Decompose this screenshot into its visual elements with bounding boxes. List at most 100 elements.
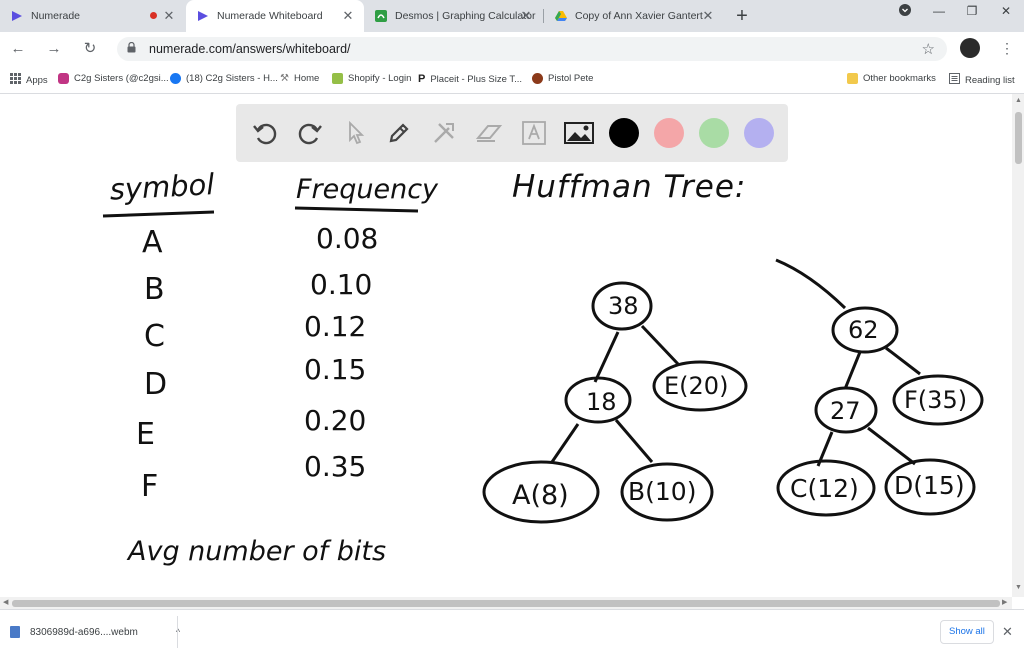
- symbol-cell: F: [141, 469, 158, 504]
- node-label: 18: [586, 388, 617, 416]
- text-icon[interactable]: [519, 118, 549, 148]
- tree-node: [892, 374, 984, 426]
- close-tab-icon[interactable]: ✕: [702, 8, 714, 23]
- desmos-icon: [374, 9, 388, 23]
- close-window-icon[interactable]: ✕: [1000, 4, 1012, 18]
- redo-icon[interactable]: [295, 118, 325, 148]
- pen-icon[interactable]: [384, 118, 414, 148]
- vertical-scroll-thumb[interactable]: [1015, 112, 1022, 164]
- bookmark-apps[interactable]: Apps: [10, 73, 48, 87]
- other-bookmarks[interactable]: Other bookmarks: [847, 73, 936, 84]
- undo-icon[interactable]: [250, 118, 280, 148]
- minimize-icon[interactable]: —: [933, 4, 945, 18]
- tree-node: [652, 360, 748, 412]
- tab-numerade-whiteboard[interactable]: Numerade Whiteboard ✕: [186, 0, 364, 32]
- lock-icon: [127, 41, 139, 56]
- horizontal-scrollbar[interactable]: ◀ ▶: [0, 597, 1012, 609]
- eraser-icon[interactable]: [474, 118, 504, 148]
- download-filename: 8306989d-a696....webm: [30, 626, 138, 638]
- avg-bits-label: Avg number of bits: [126, 536, 386, 567]
- frequency-cell: 0.20: [304, 404, 366, 437]
- close-tab-icon[interactable]: ✕: [520, 8, 532, 23]
- color-pink-swatch[interactable]: [654, 118, 684, 148]
- pistol-pete-icon: [532, 73, 543, 84]
- horizontal-scroll-thumb[interactable]: [12, 600, 1000, 607]
- tab-desmos[interactable]: Desmos | Graphing Calculator ✕: [364, 0, 542, 32]
- table-row: A 0.08: [142, 222, 378, 260]
- whiteboard-canvas[interactable]: symbol Frequency A 0.08 B 0.10 C 0.12 D …: [0, 94, 1012, 597]
- huffman-tree-title: Huffman Tree:: [512, 169, 746, 205]
- table-row: C 0.12: [144, 310, 366, 354]
- google-drive-icon: [554, 9, 568, 23]
- browser-toolbar: ← → ↻ numerade.com/answers/whiteboard/ ☆: [0, 32, 1024, 66]
- vertical-scrollbar[interactable]: ▲ ▼: [1012, 94, 1024, 597]
- reading-list-icon: [949, 73, 960, 87]
- scroll-down-icon[interactable]: ▼: [1015, 584, 1022, 591]
- tree-edge: [593, 331, 620, 383]
- node-label: F(35): [904, 386, 967, 414]
- tab-numerade[interactable]: Numerade ✕: [0, 0, 185, 32]
- show-all-button[interactable]: Show all: [940, 620, 994, 644]
- tab-google-drive[interactable]: Copy of Ann Xavier Gantert - A ✕: [544, 0, 724, 32]
- scroll-up-icon[interactable]: ▲: [1015, 97, 1022, 104]
- bookmark-instagram[interactable]: C2g Sisters (@c2gsi...: [58, 73, 169, 84]
- tab-search-icon[interactable]: [891, 4, 919, 19]
- node-label: 38: [608, 292, 639, 320]
- bookmark-star-icon[interactable]: ☆: [921, 41, 935, 58]
- download-item[interactable]: 8306989d-a696....webm ^: [10, 620, 180, 644]
- bookmark-home[interactable]: ⚒ Home: [280, 73, 320, 84]
- tree-edge: [843, 351, 862, 390]
- tab-title: Copy of Ann Xavier Gantert - A: [575, 10, 710, 22]
- reload-icon[interactable]: ↻: [83, 40, 97, 57]
- new-tab-button[interactable]: +: [736, 5, 748, 27]
- tree-node: [591, 281, 653, 331]
- symbol-cell: E: [136, 417, 155, 452]
- header-frequency: Frequency: [296, 174, 439, 205]
- header-symbol-underline: [102, 210, 215, 218]
- color-green-swatch[interactable]: [699, 118, 729, 148]
- bookmark-shopify[interactable]: Shopify - Login: [332, 73, 411, 84]
- select-arrow-icon[interactable]: [340, 118, 370, 148]
- frequency-cell: 0.08: [316, 222, 378, 255]
- node-label: C(12): [790, 474, 859, 503]
- color-purple-swatch[interactable]: [744, 118, 774, 148]
- close-tab-icon[interactable]: ✕: [163, 8, 175, 23]
- frequency-cell: 0.35: [304, 450, 366, 483]
- forward-icon[interactable]: →: [46, 40, 62, 57]
- divider: [177, 616, 178, 648]
- profile-avatar[interactable]: [960, 38, 980, 58]
- close-icon[interactable]: ✕: [1002, 624, 1013, 639]
- back-icon[interactable]: ←: [10, 40, 26, 57]
- tree-edge: [614, 419, 654, 463]
- header-frequency-underline: [294, 206, 419, 213]
- frequency-cell: 0.10: [310, 268, 372, 301]
- tree-edge: [867, 426, 916, 466]
- reading-list[interactable]: Reading list: [949, 73, 1015, 87]
- tree-edge: [885, 346, 921, 376]
- symbol-cell: A: [142, 225, 163, 260]
- close-tab-icon[interactable]: ✕: [342, 8, 354, 23]
- placeit-icon: P: [418, 73, 426, 85]
- bookmark-placeit[interactable]: P Placeit - Plus Size T...: [418, 73, 523, 85]
- tree-edge: [775, 258, 847, 310]
- restore-icon[interactable]: ❐: [966, 4, 978, 18]
- video-file-icon: [10, 626, 20, 638]
- scroll-left-icon[interactable]: ◀: [3, 599, 9, 606]
- apps-grid-icon: [10, 73, 21, 87]
- bookmarks-bar: Apps C2g Sisters (@c2gsi... (18) C2g Sis…: [0, 66, 1024, 94]
- browser-menu-icon[interactable]: ⋮: [1000, 40, 1014, 56]
- bookmark-facebook[interactable]: (18) C2g Sisters - H...: [170, 73, 278, 84]
- numerade-icon: [196, 9, 210, 23]
- symbol-cell: D: [144, 367, 167, 402]
- tools-icon[interactable]: [429, 118, 459, 148]
- image-icon[interactable]: [564, 118, 594, 148]
- node-label: 62: [848, 316, 879, 344]
- address-bar[interactable]: numerade.com/answers/whiteboard/ ☆: [117, 37, 947, 61]
- table-row: D 0.15: [144, 353, 366, 402]
- tools-icon: ⚒: [280, 73, 289, 84]
- recording-indicator-icon: [150, 12, 157, 19]
- tree-node: [620, 462, 714, 522]
- color-black-swatch[interactable]: [609, 118, 639, 148]
- bookmark-pistol-pete[interactable]: Pistol Pete: [532, 73, 593, 84]
- scroll-right-icon[interactable]: ▶: [1002, 599, 1008, 606]
